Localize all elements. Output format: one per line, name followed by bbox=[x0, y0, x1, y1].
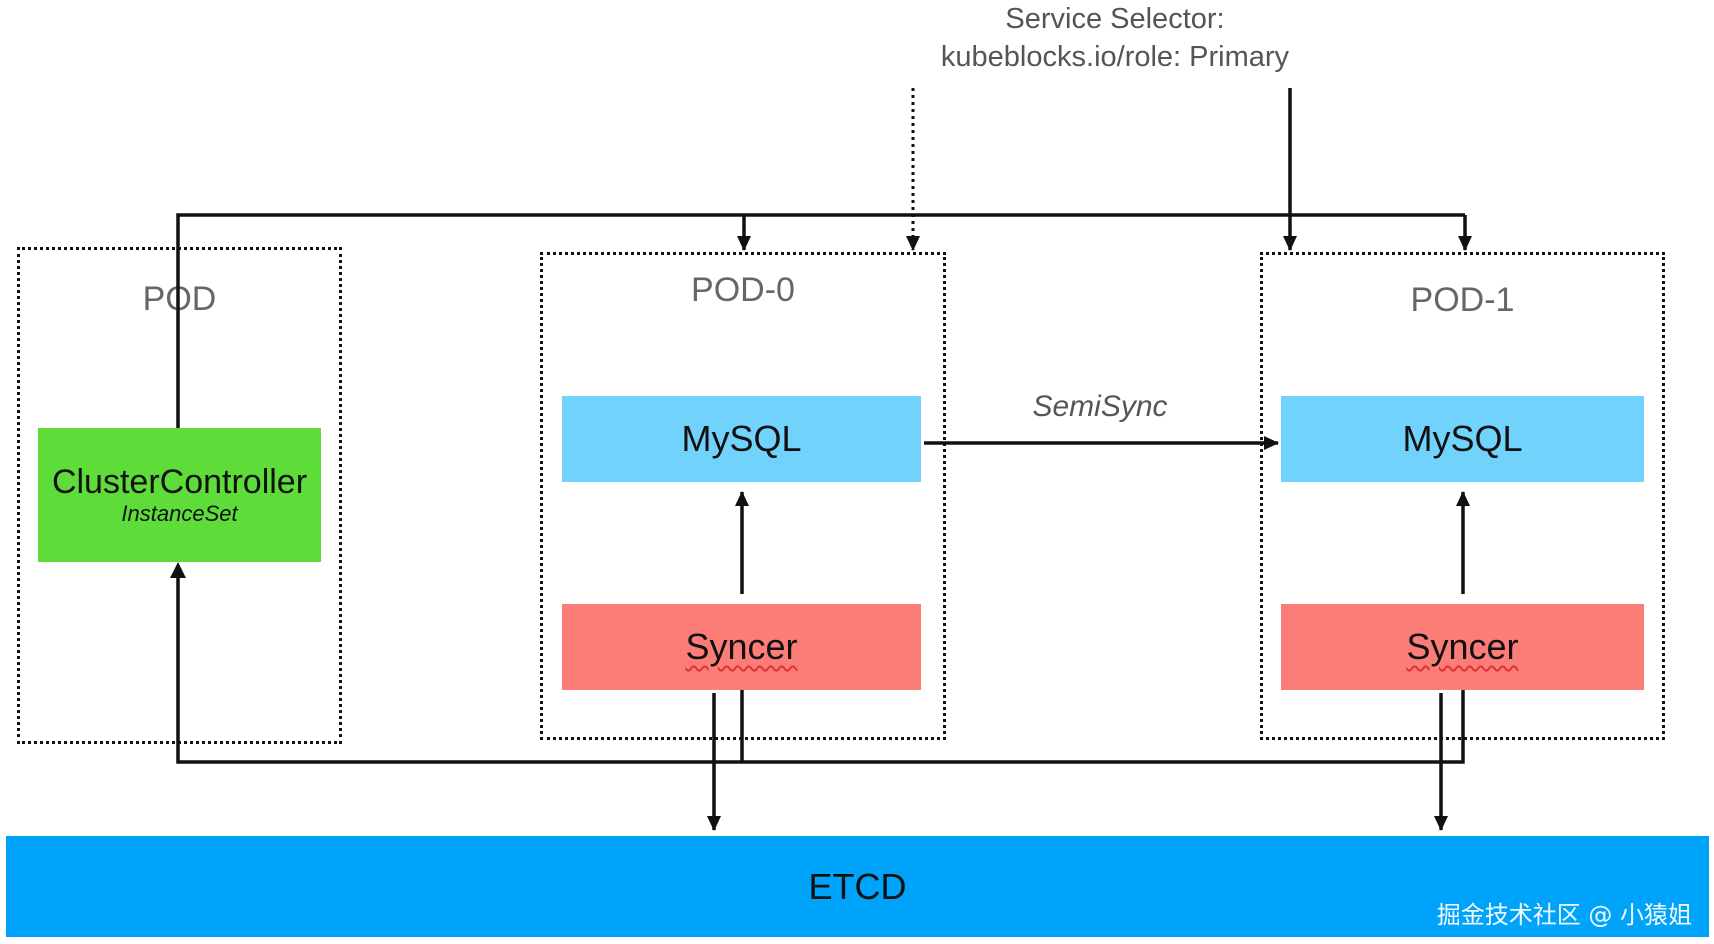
service-selector-line1: Service Selector: bbox=[1005, 3, 1225, 35]
etcd-box: ETCD bbox=[6, 836, 1709, 937]
pod-0-mysql-label: MySQL bbox=[681, 418, 802, 459]
etcd-label: ETCD bbox=[808, 865, 907, 907]
pod-0-syncer-box: Syncer bbox=[562, 604, 921, 690]
pod-0-syncer-label: Syncer bbox=[685, 626, 798, 667]
pod-1-syncer-label: Syncer bbox=[1406, 626, 1519, 667]
pod-0-mysql-box: MySQL bbox=[562, 396, 921, 482]
watermark-text: 掘金技术社区 @ 小猿姐 bbox=[1436, 901, 1692, 929]
pod-1-mysql-box: MySQL bbox=[1281, 396, 1644, 482]
pod-1-title: POD-1 bbox=[1410, 281, 1515, 319]
semisync-label: SemiSync bbox=[1032, 390, 1168, 423]
service-selector-label: Service Selector: kubeblocks.io/role: Pr… bbox=[880, 0, 1350, 76]
pod-0-title: POD-0 bbox=[691, 271, 795, 309]
service-selector-line2: kubeblocks.io/role: Primary bbox=[940, 41, 1290, 73]
controller-feedback-arrowhead bbox=[170, 562, 186, 578]
pod-1-syncer-box: Syncer bbox=[1281, 604, 1644, 690]
cluster-controller-box: ClusterController InstanceSet bbox=[38, 428, 321, 562]
cluster-controller-label: ClusterController bbox=[51, 463, 308, 501]
syncers-to-controller-line bbox=[176, 566, 1465, 764]
pod-1-mysql-label: MySQL bbox=[1402, 418, 1523, 459]
controller-to-pods-line bbox=[176, 213, 1465, 428]
instanceset-label: InstanceSet bbox=[121, 501, 238, 526]
